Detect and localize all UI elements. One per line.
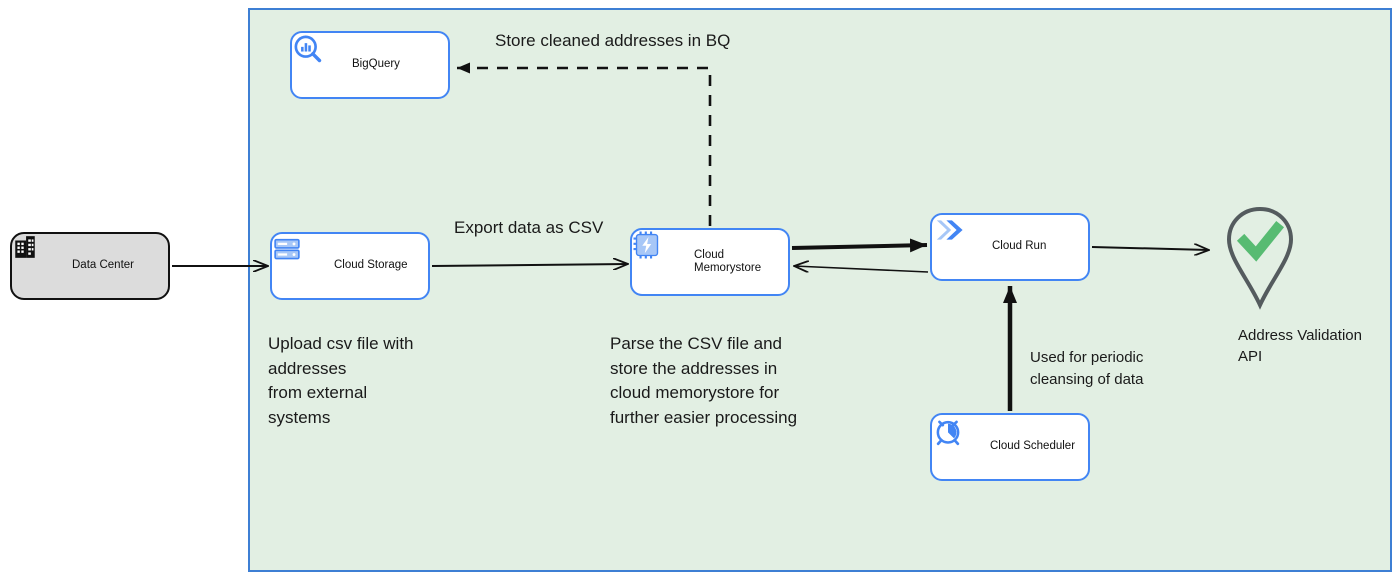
node-label-bigquery: BigQuery xyxy=(352,58,400,71)
node-cloud-run[interactable]: Cloud Run xyxy=(930,213,1090,281)
label-address-validation-api: Address Validation API xyxy=(1238,327,1362,365)
node-label-cloud-scheduler: Cloud Scheduler xyxy=(990,440,1076,453)
gcp-cloud-zone-container xyxy=(248,8,1392,572)
node-bigquery[interactable]: BigQuery xyxy=(290,31,450,99)
node-cloud-scheduler[interactable]: Cloud Scheduler xyxy=(930,413,1090,481)
caption-upload-csv: Upload csv file with addresses from exte… xyxy=(268,334,414,427)
node-address-validation-api[interactable] xyxy=(1218,205,1302,310)
caption-scheduler-periodic-cleansing: Used for periodic cleansing of data xyxy=(1030,349,1144,388)
node-cloud-storage[interactable]: Cloud Storage xyxy=(270,232,430,300)
edge-cloud-storage-to-memorystore xyxy=(431,264,628,266)
edge-cloud-run-to-memorystore xyxy=(794,266,929,273)
caption-parse-csv: Parse the CSV file and store the address… xyxy=(610,334,798,427)
node-label-cloud-storage: Cloud Storage xyxy=(334,259,408,272)
node-label-cloud-memorystore: Cloud Memorystore xyxy=(694,248,762,274)
edge-memorystore-to-bigquery-dashed xyxy=(457,62,712,226)
edge-label-store-cleaned-addresses-in-bq: Store cleaned addresses in BQ xyxy=(495,31,731,50)
node-label-data-center: Data Center xyxy=(72,259,135,272)
node-cloud-memorystore[interactable]: Cloud Memorystore xyxy=(630,228,790,296)
node-data-center[interactable]: Data Center xyxy=(10,232,170,300)
edge-label-export-data-as-csv: Export data as CSV xyxy=(454,218,604,237)
map-pin-check-icon xyxy=(1226,206,1294,310)
node-label-cloud-run: Cloud Run xyxy=(992,240,1047,253)
edge-cloud-run-to-address-validation-api xyxy=(1091,247,1209,250)
edge-memorystore-to-cloud-run xyxy=(791,238,928,253)
